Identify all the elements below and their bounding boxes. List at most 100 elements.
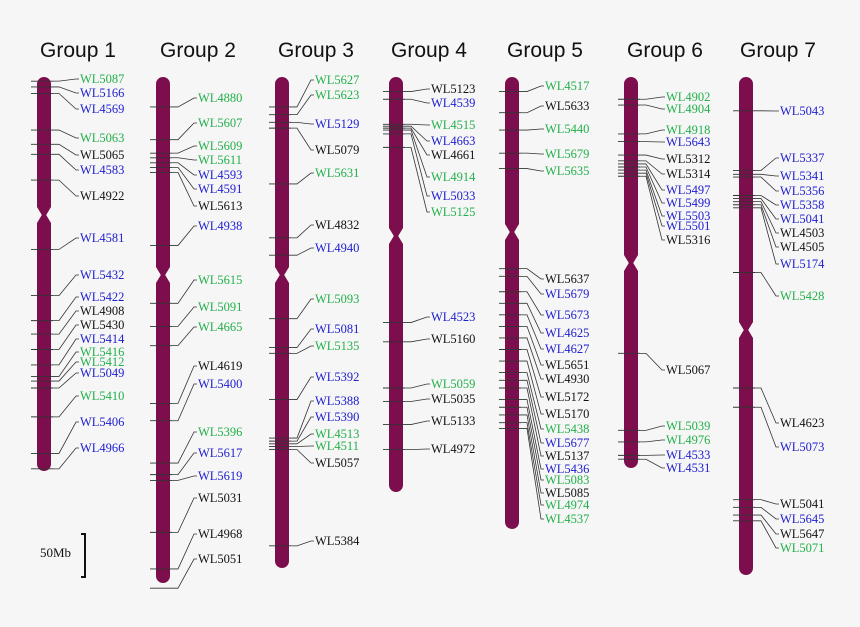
- marker: WL4539: [383, 96, 475, 110]
- marker-leader: [291, 247, 314, 256]
- marker-label: WL5645: [780, 512, 824, 526]
- marker-leader: [53, 237, 79, 250]
- marker: WL4940: [269, 241, 359, 256]
- marker-label: WL4569: [80, 102, 124, 116]
- marker-leader: [172, 166, 197, 190]
- marker-label: WL4880: [198, 91, 242, 105]
- chromosome-bar: [156, 77, 170, 583]
- marker-label: WL5390: [315, 410, 359, 424]
- marker: WL4922: [31, 179, 124, 203]
- marker-leader: [755, 272, 779, 297]
- marker-label: WL4918: [666, 123, 710, 137]
- marker: WL5414: [31, 332, 125, 366]
- marker-label: WL4503: [780, 226, 824, 240]
- marker: WL5129: [269, 117, 359, 131]
- marker-label: WL5172: [545, 390, 589, 404]
- marker-leader: [521, 325, 544, 366]
- marker-leader: [172, 306, 197, 327]
- marker-leader: [755, 506, 779, 520]
- marker-label: WL4663: [431, 134, 475, 148]
- marker: WL4665: [150, 320, 242, 347]
- marker-leader: [521, 399, 544, 470]
- marker-label: WL5631: [315, 166, 359, 180]
- marker-leader: [521, 85, 544, 92]
- marker-leader: [291, 224, 314, 239]
- marker-leader: [521, 414, 544, 494]
- marker-label: WL5057: [315, 456, 359, 470]
- marker: WL5314: [618, 160, 711, 181]
- marker-leader: [291, 121, 314, 125]
- marker-leader: [521, 387, 544, 457]
- marker-label: WL5396: [198, 425, 242, 439]
- marker-label: WL5410: [80, 389, 124, 403]
- marker: WL5051: [150, 552, 242, 589]
- marker-label: WL5607: [198, 116, 242, 130]
- marker: WL5503: [618, 169, 710, 223]
- marker-label: WL4974: [545, 498, 590, 512]
- marker: WL4966: [31, 441, 124, 470]
- marker: WL5358: [733, 195, 824, 212]
- marker-leader: [53, 78, 79, 82]
- marker-label: WL5049: [80, 366, 124, 380]
- marker-leader: [521, 105, 544, 114]
- marker-label: WL5422: [80, 290, 124, 304]
- marker-label: WL4966: [80, 441, 124, 455]
- marker: WL5400: [150, 377, 242, 422]
- marker-label: WL5337: [780, 151, 824, 165]
- marker-leader: [521, 291, 544, 316]
- marker-leader: [640, 169, 665, 217]
- marker: WL5041: [733, 198, 824, 226]
- marker-leader: [521, 406, 544, 481]
- marker-label: WL5065: [80, 148, 124, 162]
- marker-label: WL5623: [315, 88, 359, 102]
- marker-label: WL4531: [666, 461, 710, 475]
- group-title: Group 1: [40, 39, 116, 62]
- marker-label: WL5609: [198, 139, 242, 153]
- marker-leader: [405, 129, 430, 178]
- marker-leader: [172, 558, 197, 589]
- marker-label: WL5123: [431, 82, 475, 96]
- marker-leader: [755, 204, 779, 248]
- marker-leader: [53, 338, 79, 366]
- marker-leader: [405, 383, 430, 389]
- marker-leader: [640, 160, 665, 175]
- marker: WL5633: [499, 99, 589, 114]
- marker-leader: [172, 383, 197, 422]
- marker-label: WL5412: [80, 355, 124, 369]
- marker: WL4880: [150, 91, 242, 108]
- marker-label: WL4665: [198, 320, 242, 334]
- marker: WL5430: [31, 318, 124, 350]
- marker-leader: [53, 179, 79, 197]
- marker: WL5125: [383, 146, 475, 219]
- marker-label: WL5312: [666, 152, 710, 166]
- marker-label: WL5170: [545, 407, 589, 421]
- marker-label: WL5679: [545, 147, 589, 161]
- marker-label: WL5031: [198, 491, 242, 505]
- marker: WL4581: [31, 231, 124, 250]
- marker-label: WL5043: [780, 104, 824, 118]
- marker: WL4533: [618, 448, 710, 462]
- marker: WL5673: [499, 291, 589, 322]
- marker: WL4661: [383, 127, 475, 162]
- marker: WL4914: [383, 129, 476, 184]
- marker: WL5499: [618, 166, 710, 210]
- marker-label: WL5637: [545, 272, 589, 286]
- marker-label: WL4523: [431, 310, 475, 324]
- marker-label: WL4902: [666, 90, 710, 104]
- marker-label: WL5125: [431, 205, 475, 219]
- marker: WL5166: [31, 86, 124, 100]
- marker: WL5083: [499, 406, 589, 487]
- marker-leader: [291, 449, 314, 464]
- scale-bar-label: 50Mb: [40, 545, 71, 560]
- marker-label: WL4661: [431, 148, 475, 162]
- marker-label: WL5051: [198, 552, 242, 566]
- marker-leader: [640, 104, 665, 110]
- marker: WL4663: [383, 125, 475, 148]
- marker: WL5073: [733, 406, 824, 454]
- marker-leader: [172, 533, 197, 570]
- linkage-group-7: Group 7WL5043WL5337WL5341WL5356WL5358WL5…: [733, 39, 825, 575]
- marker: WL4523: [383, 310, 475, 324]
- marker-leader: [53, 274, 79, 297]
- marker: WL5085: [499, 414, 589, 500]
